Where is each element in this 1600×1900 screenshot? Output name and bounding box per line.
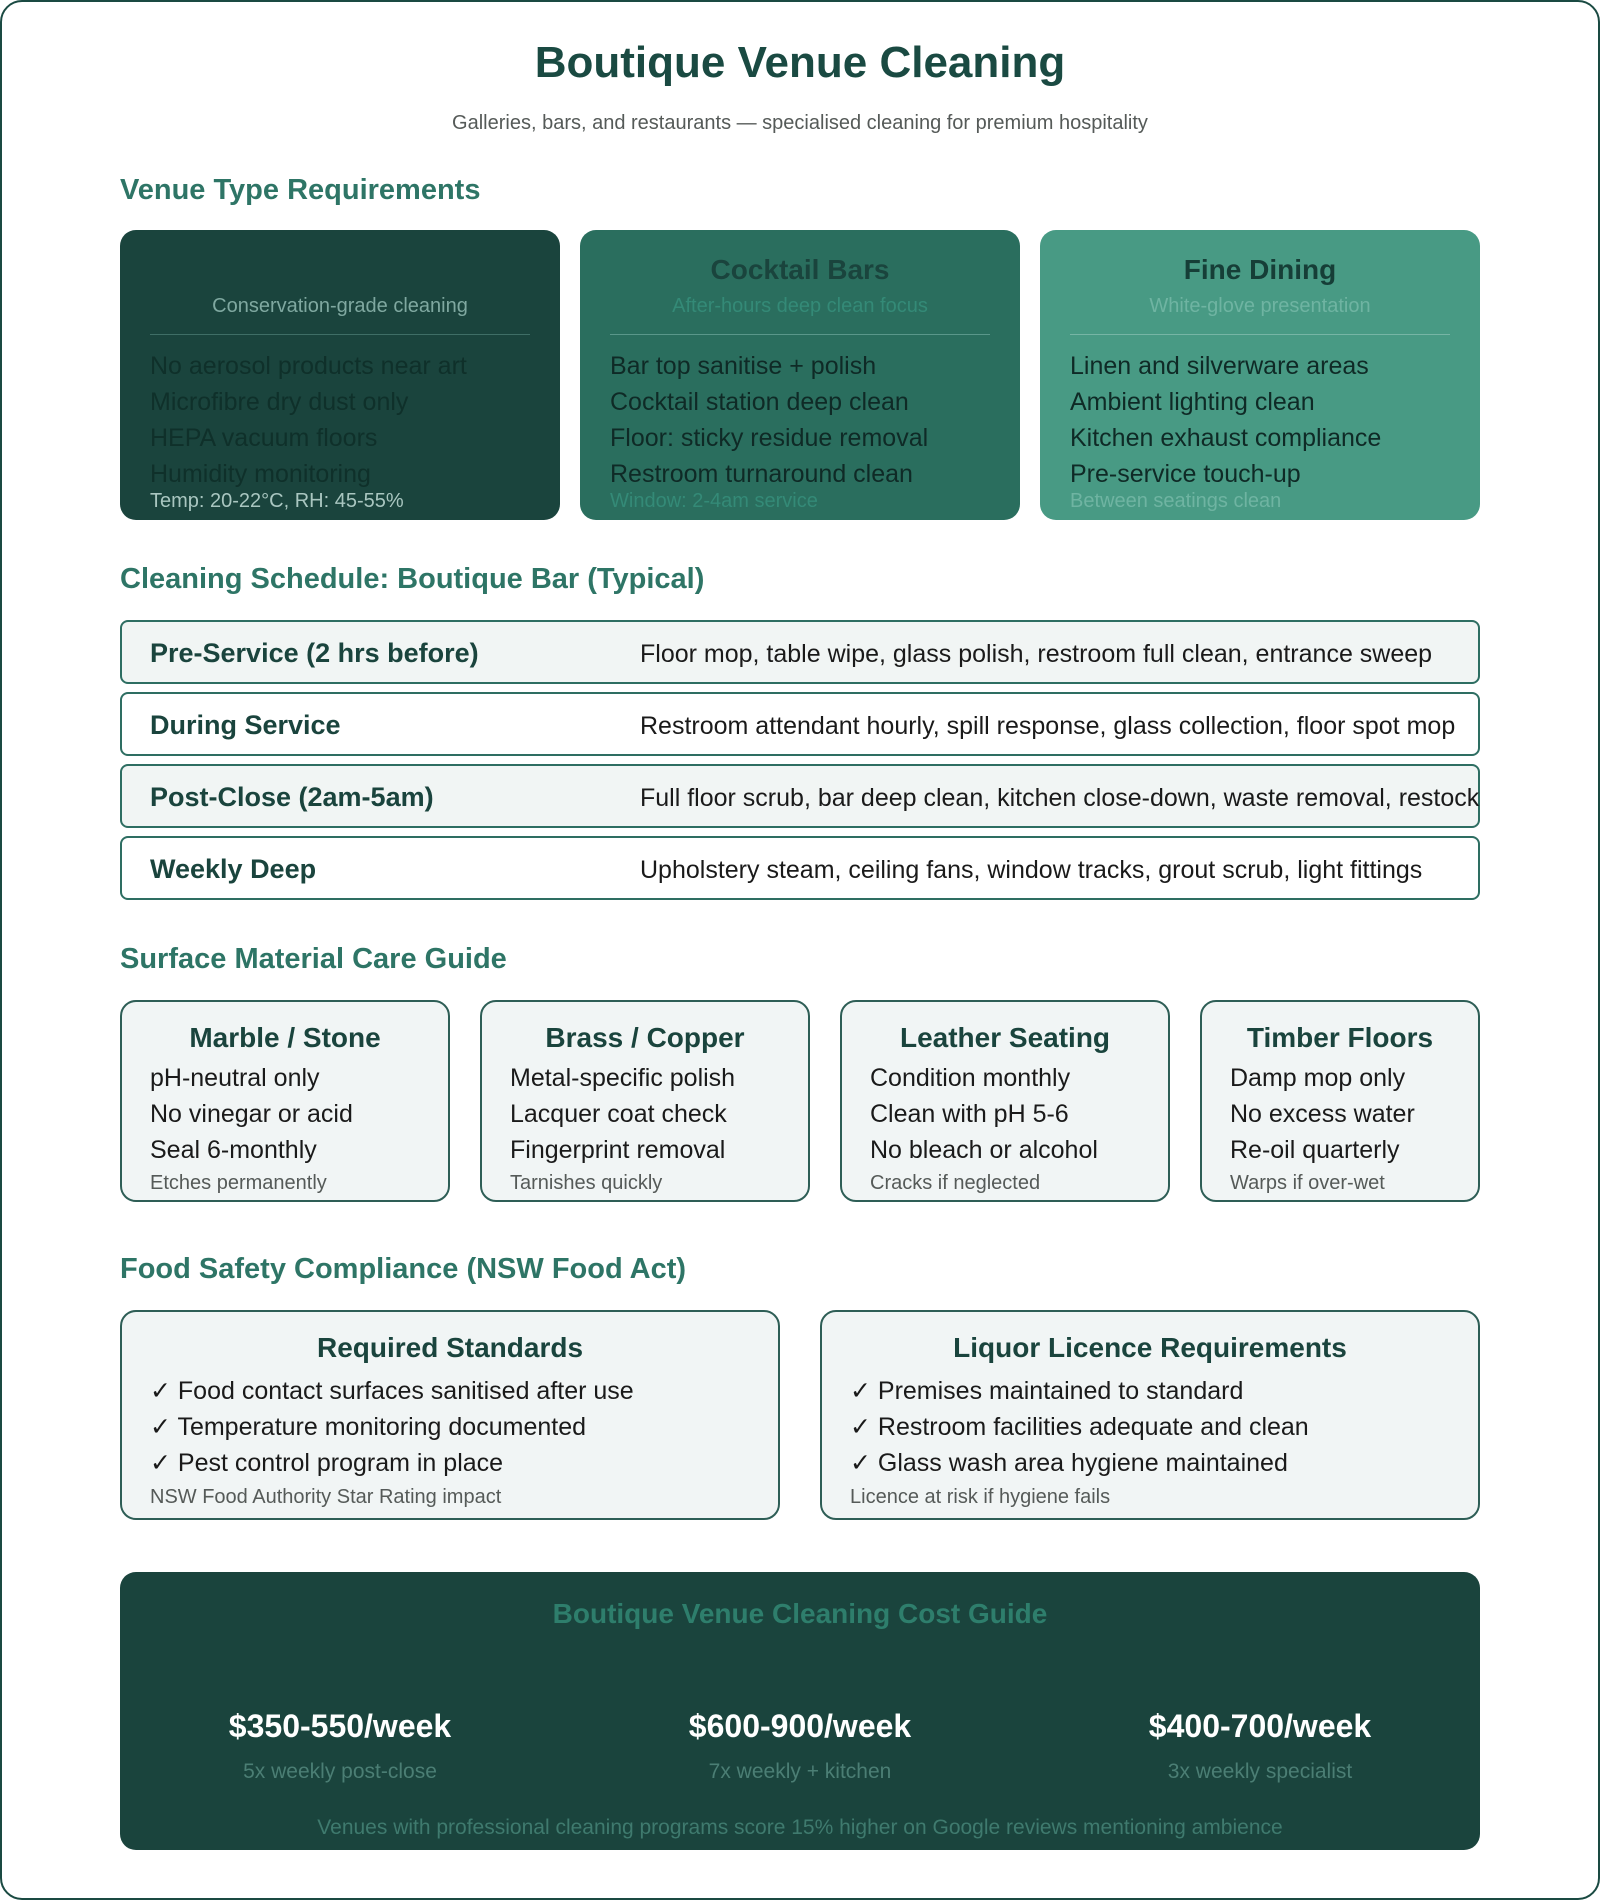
compliance-card-required-standards: Required Standards ✓ Food contact surfac… bbox=[120, 1310, 780, 1520]
material-card-title: Brass / Copper bbox=[545, 1022, 745, 1053]
material-card-item: No excess water bbox=[1230, 1100, 1415, 1128]
material-card-timber: Timber Floors Damp mop only No excess wa… bbox=[1200, 1000, 1480, 1202]
cost-tier-price: $600-900/week bbox=[688, 1708, 912, 1744]
material-card-item: Damp mop only bbox=[1230, 1064, 1406, 1092]
material-card-leather: Leather Seating Condition monthly Clean … bbox=[840, 1000, 1170, 1202]
schedule-row-during-service: During Service Restroom attendant hourly… bbox=[120, 692, 1480, 756]
schedule-row-weekly-deep: Weekly Deep Upholstery steam, ceiling fa… bbox=[120, 836, 1480, 900]
material-card-item: Seal 6-monthly bbox=[150, 1136, 317, 1164]
compliance-card-note: Licence at risk if hygiene fails bbox=[850, 1486, 1111, 1508]
venue-card-cocktail-bars: Cocktail Bars After-hours deep clean foc… bbox=[580, 230, 1020, 520]
material-card-note: Warps if over-wet bbox=[1230, 1172, 1385, 1194]
cost-tier-price: $400-700/week bbox=[1148, 1708, 1372, 1744]
schedule-row-desc: Floor mop, table wipe, glass polish, res… bbox=[640, 640, 1433, 668]
venue-card-item: HEPA vacuum floors bbox=[150, 424, 378, 452]
material-card-item: Lacquer coat check bbox=[510, 1100, 727, 1128]
schedule-row-pre-service: Pre-Service (2 hrs before) Floor mop, ta… bbox=[120, 620, 1480, 684]
schedule-row-label: Pre-Service (2 hrs before) bbox=[150, 638, 479, 668]
schedule-section-title: Cleaning Schedule: Boutique Bar (Typical… bbox=[120, 563, 705, 595]
venue-card-item: Ambient lighting clean bbox=[1070, 388, 1315, 416]
venue-card-fine-dining: Fine Dining White-glove presentation Lin… bbox=[1040, 230, 1480, 520]
material-card-item: Re-oil quarterly bbox=[1230, 1136, 1400, 1164]
compliance-card-title: Required Standards bbox=[316, 1332, 584, 1363]
venue-card-title: Fine Dining bbox=[1183, 254, 1337, 285]
material-card-brass: Brass / Copper Metal-specific polish Lac… bbox=[480, 1000, 810, 1202]
material-card-title: Leather Seating bbox=[899, 1022, 1111, 1053]
schedule-row-post-close: Post-Close (2am-5am) Full floor scrub, b… bbox=[120, 764, 1480, 828]
schedule-row-desc: Restroom attendant hourly, spill respons… bbox=[640, 712, 1456, 740]
venue-card-item: Microfibre dry dust only bbox=[150, 388, 409, 416]
compliance-card-liquor-licence: Liquor Licence Requirements ✓ Premises m… bbox=[820, 1310, 1480, 1520]
divider bbox=[1070, 334, 1450, 335]
material-card-title: Marble / Stone bbox=[189, 1022, 381, 1053]
venue-card-item: Pre-service touch-up bbox=[1070, 460, 1301, 488]
compliance-card-note: NSW Food Authority Star Rating impact bbox=[150, 1486, 502, 1508]
compliance-section-title: Food Safety Compliance (NSW Food Act) bbox=[120, 1253, 687, 1285]
venue-card-note: Temp: 20-22°C, RH: 45-55% bbox=[150, 490, 404, 512]
cost-tier-price: $350-550/week bbox=[228, 1708, 452, 1744]
compliance-card-title: Liquor Licence Requirements bbox=[953, 1332, 1347, 1363]
venue-card-item: Floor: sticky residue removal bbox=[610, 424, 929, 452]
venue-card-item: Humidity monitoring bbox=[150, 460, 371, 488]
venue-card-item: No aerosol products near art bbox=[150, 352, 467, 380]
material-card-marble: Marble / Stone pH-neutral only No vinega… bbox=[120, 1000, 450, 1202]
material-card-note: Etches permanently bbox=[150, 1172, 327, 1194]
venue-card-subtitle: Conservation-grade cleaning bbox=[212, 295, 468, 317]
compliance-card-item: ✓ Premises maintained to standard bbox=[850, 1377, 1244, 1405]
venue-card-item: Linen and silverware areas bbox=[1070, 352, 1369, 380]
material-card-item: No vinegar or acid bbox=[150, 1100, 353, 1128]
material-card-title: Timber Floors bbox=[1246, 1022, 1434, 1053]
venue-section-title: Venue Type Requirements bbox=[120, 174, 481, 206]
compliance-card-item: ✓ Glass wash area hygiene maintained bbox=[850, 1449, 1288, 1477]
venue-card-note: Between seatings clean bbox=[1070, 490, 1282, 512]
material-card-item: pH-neutral only bbox=[150, 1064, 320, 1092]
page-subtitle: Galleries, bars, and restaurants — speci… bbox=[452, 112, 1148, 134]
compliance-card-item: ✓ Temperature monitoring documented bbox=[150, 1413, 586, 1441]
venue-card-gallery: Conservation-grade cleaning No aerosol p… bbox=[120, 230, 560, 520]
cost-guide-title: Boutique Venue Cleaning Cost Guide bbox=[552, 1598, 1048, 1629]
venue-card-subtitle: White-glove presentation bbox=[1149, 295, 1371, 317]
material-card-item: No bleach or alcohol bbox=[870, 1136, 1098, 1164]
venue-card-note: Window: 2-4am service bbox=[610, 490, 818, 512]
schedule-row-label: During Service bbox=[150, 710, 341, 740]
compliance-card-item: ✓ Food contact surfaces sanitised after … bbox=[150, 1377, 634, 1405]
cost-tier-desc: 7x weekly + kitchen bbox=[708, 1760, 892, 1783]
venue-card-title: Cocktail Bars bbox=[710, 254, 890, 285]
venue-card-item: Restroom turnaround clean bbox=[610, 460, 913, 488]
material-card-item: Metal-specific polish bbox=[510, 1064, 736, 1092]
schedule-row-label: Weekly Deep bbox=[150, 854, 317, 884]
material-card-item: Condition monthly bbox=[870, 1064, 1071, 1092]
divider bbox=[150, 334, 530, 335]
schedule-row-label: Post-Close (2am-5am) bbox=[150, 782, 434, 812]
schedule-row-desc: Upholstery steam, ceiling fans, window t… bbox=[640, 856, 1423, 884]
page-title: Boutique Venue Cleaning bbox=[534, 38, 1066, 87]
schedule-row-desc: Full floor scrub, bar deep clean, kitche… bbox=[640, 784, 1480, 812]
cost-guide-footer: Venues with professional cleaning progra… bbox=[317, 1816, 1283, 1839]
material-card-item: Clean with pH 5-6 bbox=[870, 1100, 1069, 1128]
cost-guide-banner: Boutique Venue Cleaning Cost Guide $350-… bbox=[120, 1572, 1480, 1850]
venue-card-item: Bar top sanitise + polish bbox=[610, 352, 877, 380]
venue-card-item: Cocktail station deep clean bbox=[610, 388, 909, 416]
cost-tier-desc: 5x weekly post-close bbox=[243, 1760, 437, 1783]
venue-card-item: Kitchen exhaust compliance bbox=[1070, 424, 1382, 452]
compliance-card-item: ✓ Restroom facilities adequate and clean bbox=[850, 1413, 1309, 1441]
compliance-card-item: ✓ Pest control program in place bbox=[150, 1449, 504, 1477]
material-card-note: Cracks if neglected bbox=[870, 1172, 1041, 1194]
material-card-item: Fingerprint removal bbox=[510, 1136, 726, 1164]
material-card-note: Tarnishes quickly bbox=[510, 1172, 663, 1194]
material-section-title: Surface Material Care Guide bbox=[120, 943, 507, 975]
cost-tier-desc: 3x weekly specialist bbox=[1167, 1760, 1353, 1783]
divider bbox=[610, 334, 990, 335]
venue-card-subtitle: After-hours deep clean focus bbox=[672, 295, 928, 317]
